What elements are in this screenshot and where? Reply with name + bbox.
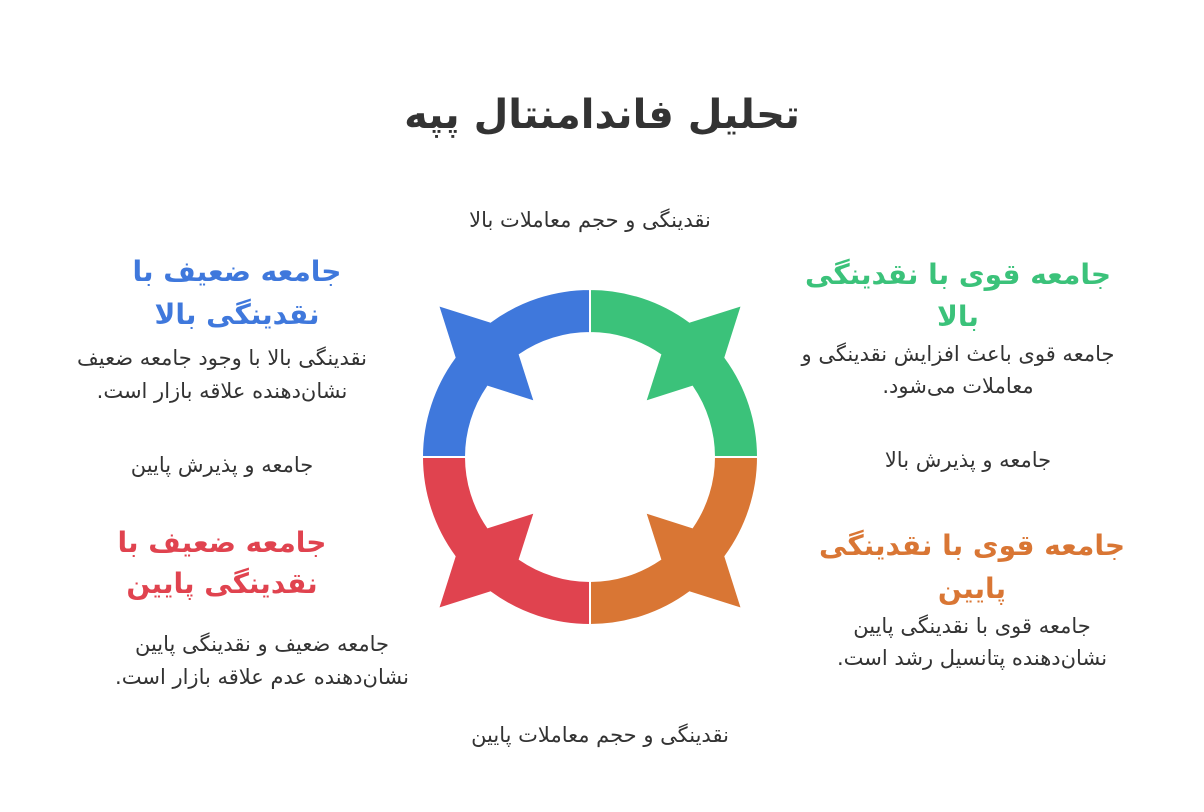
description-line: نشان‌دهنده عدم علاقه بازار است. [115, 665, 409, 689]
heading-line: جامعه ضعیف با [117, 526, 327, 559]
description-line: نقدینگی بالا با وجود جامعه ضعیف [77, 346, 367, 370]
page-title: تحلیل فاندامنتال پپه [404, 92, 800, 138]
description-line: جامعه قوی باعث افزایش نقدینگی و [801, 342, 1115, 366]
quadrant-description: جامعه قوی با نقدینگی پایین نشان‌دهنده پت… [762, 610, 1182, 674]
heading-line: بالا [937, 300, 979, 333]
quadrant-bottom-left: جامعه ضعیف با نقدینگی پایین [22, 522, 422, 604]
segment-bottom-left [420, 456, 591, 627]
heading-line: جامعه قوی با نقدینگی [818, 529, 1126, 562]
heading-line: پایین [937, 572, 1007, 605]
quadrant-heading: جامعه ضعیف با نقدینگی پایین [22, 522, 422, 604]
description-line: جامعه ضعیف و نقدینگی پایین [134, 632, 390, 656]
heading-line: نقدینگی بالا [154, 298, 320, 331]
axis-label-bottom: نقدینگی و حجم معاملات پایین [471, 723, 729, 747]
axis-label-right: جامعه و پذیرش بالا [884, 448, 1052, 472]
segment-top-left [420, 287, 591, 458]
description-line: نشان‌دهنده علاقه بازار است. [96, 379, 348, 403]
axis-label-top: نقدینگی و حجم معاملات بالا [469, 208, 711, 232]
description-line: معاملات می‌شود. [882, 374, 1034, 398]
quadrant-heading: جامعه قوی با نقدینگی پایین [762, 524, 1182, 610]
quadrant-description: جامعه ضعیف و نقدینگی پایین نشان‌دهنده عد… [52, 628, 472, 694]
quadrant-top-left: جامعه ضعیف با نقدینگی بالا نقدینگی بالا … [37, 250, 437, 408]
heading-line: جامعه قوی با نقدینگی [804, 258, 1112, 291]
quadrant-top-right: جامعه قوی با نقدینگی بالا جامعه قوی باعث… [748, 254, 1168, 402]
segment-top-right [589, 287, 760, 458]
axis-label-left: جامعه و پذیرش پایین [130, 453, 314, 477]
segment-bottom-right [589, 456, 760, 627]
heading-line: جامعه ضعیف با [132, 255, 342, 288]
quadrant-bottom-right: جامعه قوی با نقدینگی پایین جامعه قوی با … [762, 524, 1182, 674]
quadrant-heading: جامعه ضعیف با نقدینگی بالا [37, 250, 437, 336]
quadrant-description: جامعه قوی باعث افزایش نقدینگی و معاملات … [748, 338, 1168, 402]
description-line: جامعه قوی با نقدینگی پایین [853, 614, 1091, 638]
heading-line: نقدینگی پایین [126, 567, 318, 600]
quadrant-heading: جامعه قوی با نقدینگی بالا [748, 254, 1168, 338]
quadrant-description: نقدینگی بالا با وجود جامعه ضعیف نشان‌دهن… [37, 342, 407, 408]
description-line: نشان‌دهنده پتانسیل رشد است. [836, 646, 1108, 670]
